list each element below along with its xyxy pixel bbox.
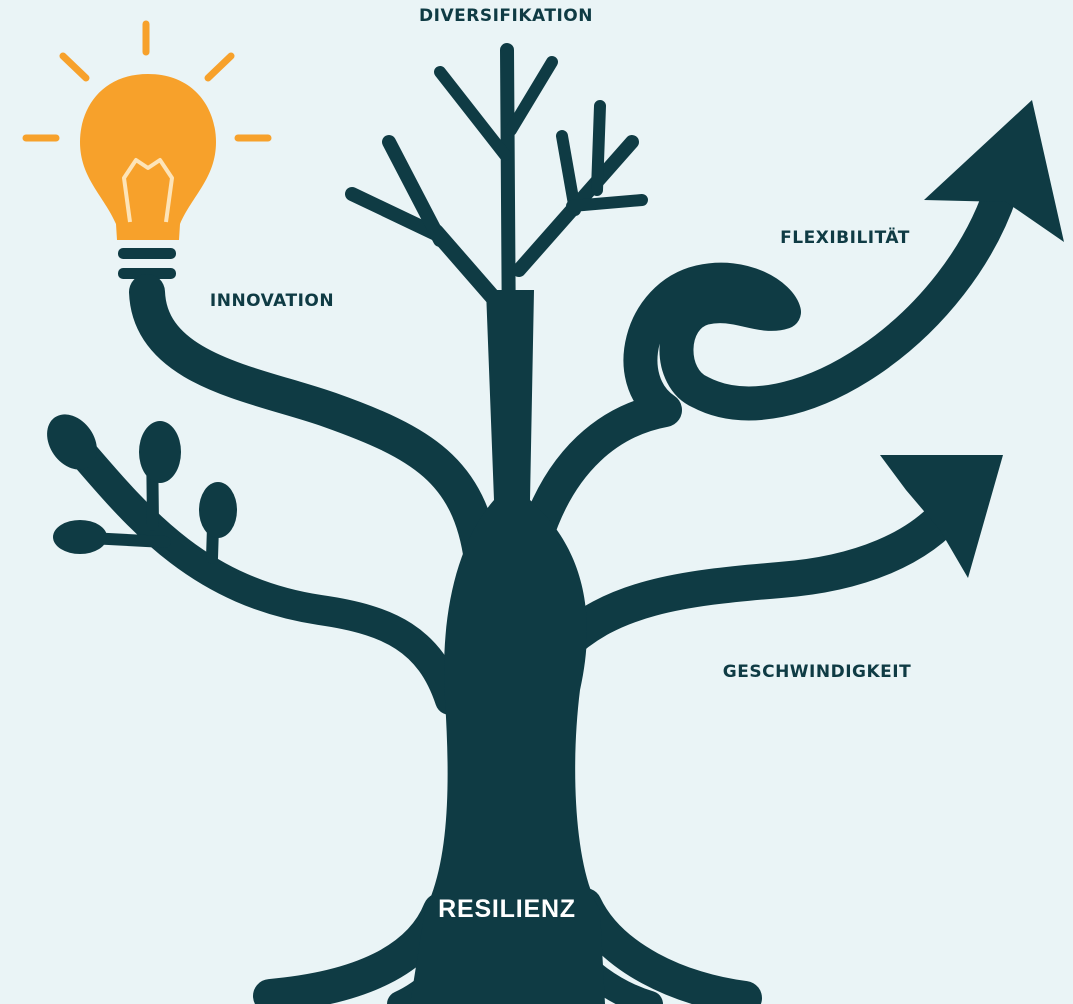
label-resilience: RESILIENZ xyxy=(438,895,576,923)
bulb-rays xyxy=(22,20,272,142)
label-diversification: DIVERSIFIKATION xyxy=(419,6,593,26)
tree-trunk xyxy=(410,290,605,1004)
label-speed: GESCHWINDIGKEIT xyxy=(722,662,912,682)
label-innovation: INNOVATION xyxy=(209,291,335,311)
curly-arrow-icon xyxy=(924,100,1064,242)
arrow-icon xyxy=(880,455,1003,578)
lightbulb-icon xyxy=(80,74,216,279)
tree-leaves xyxy=(47,414,237,554)
label-flexibility: FLEXIBILITÄT xyxy=(780,228,910,248)
